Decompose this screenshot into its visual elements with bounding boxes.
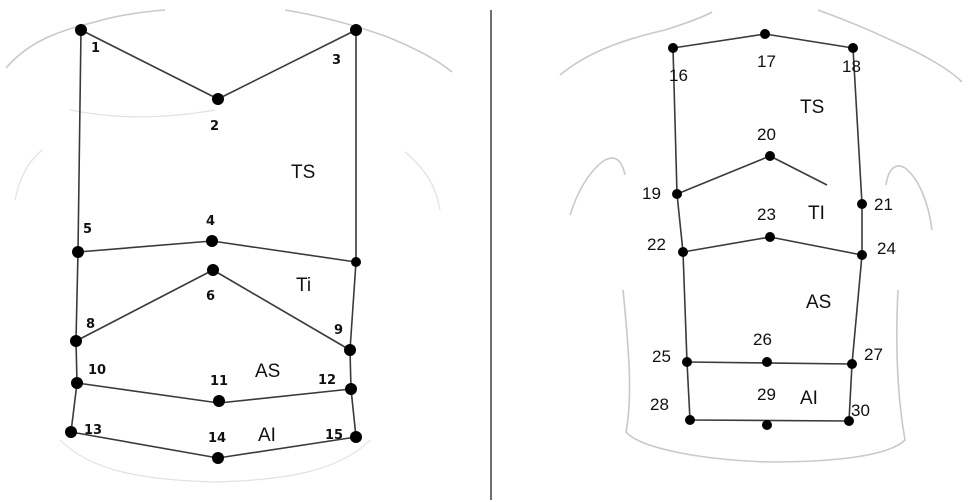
back-label-16: 16 <box>669 66 688 85</box>
front-label-15: 15 <box>325 428 343 443</box>
front-label-5: 5 <box>83 222 92 237</box>
front-label-11: 11 <box>210 374 228 389</box>
back-label-26: 26 <box>753 330 772 349</box>
back-point-18 <box>848 43 858 53</box>
front-label-12: 12 <box>318 373 336 388</box>
front-body-outline-right <box>285 10 452 72</box>
back-label-18: 18 <box>842 57 861 76</box>
front-body-outline <box>6 10 165 68</box>
front-label-4: 4 <box>206 214 215 229</box>
front-point-5 <box>72 246 84 258</box>
back-label-17: 17 <box>757 52 776 71</box>
front-point-13 <box>65 426 77 438</box>
back-label-19: 19 <box>642 184 661 203</box>
back-point-20 <box>765 151 775 161</box>
back-region-ti: TI <box>808 203 825 224</box>
front-point-1 <box>75 24 87 36</box>
back-point-27 <box>847 359 857 369</box>
front-region-ti: Ti <box>296 275 311 296</box>
back-region-ts: TS <box>800 97 824 118</box>
back-label-24: 24 <box>877 239 896 258</box>
front-point-12 <box>345 383 357 395</box>
back-point-19 <box>672 189 682 199</box>
front-label-1: 1 <box>91 41 100 56</box>
back-view: 16 17 18 19 20 21 22 23 24 25 26 27 28 2… <box>560 10 962 462</box>
front-region-ts: TS <box>291 162 315 183</box>
front-point-14 <box>212 452 224 464</box>
back-label-23: 23 <box>757 205 776 224</box>
front-view: 1 2 3 4 5 6 8 9 10 11 12 13 14 15 TS Ti … <box>6 10 452 482</box>
front-label-9: 9 <box>334 323 343 338</box>
back-point-28 <box>685 415 695 425</box>
front-region-ai: AI <box>258 425 276 446</box>
front-label-10: 10 <box>88 363 106 378</box>
back-point-22 <box>678 247 688 257</box>
back-point-21 <box>857 199 867 209</box>
front-label-6: 6 <box>206 289 215 304</box>
back-label-29: 29 <box>757 385 776 404</box>
front-label-14: 14 <box>208 431 226 446</box>
front-point-11 <box>213 395 225 407</box>
back-point-16 <box>668 43 678 53</box>
back-label-22: 22 <box>647 235 666 254</box>
front-point-10 <box>71 377 83 389</box>
back-label-20: 20 <box>757 125 776 144</box>
front-label-13: 13 <box>84 423 102 438</box>
back-region-ai: AI <box>800 388 818 409</box>
front-point-8 <box>70 335 82 347</box>
back-point-29 <box>762 420 772 430</box>
back-label-28: 28 <box>650 395 669 414</box>
front-point-4 <box>206 235 218 247</box>
back-region-as: AS <box>806 292 831 313</box>
back-label-21: 21 <box>874 195 893 214</box>
back-label-25: 25 <box>652 347 671 366</box>
front-point-7 <box>351 257 361 267</box>
front-label-3: 3 <box>332 53 341 68</box>
front-label-8: 8 <box>86 317 95 332</box>
front-point-15 <box>350 431 362 443</box>
front-point-9 <box>344 344 356 356</box>
back-point-24 <box>857 250 867 260</box>
back-point-17 <box>760 29 770 39</box>
front-region-as: AS <box>255 361 280 382</box>
front-point-6 <box>207 264 219 276</box>
back-label-27: 27 <box>864 345 883 364</box>
back-label-30: 30 <box>851 401 870 420</box>
front-point-2 <box>212 93 224 105</box>
back-point-25 <box>682 357 692 367</box>
back-point-23 <box>765 232 775 242</box>
front-point-3 <box>350 24 362 36</box>
back-body-outline <box>560 12 712 75</box>
back-point-26 <box>762 357 772 367</box>
front-label-2: 2 <box>210 119 219 134</box>
